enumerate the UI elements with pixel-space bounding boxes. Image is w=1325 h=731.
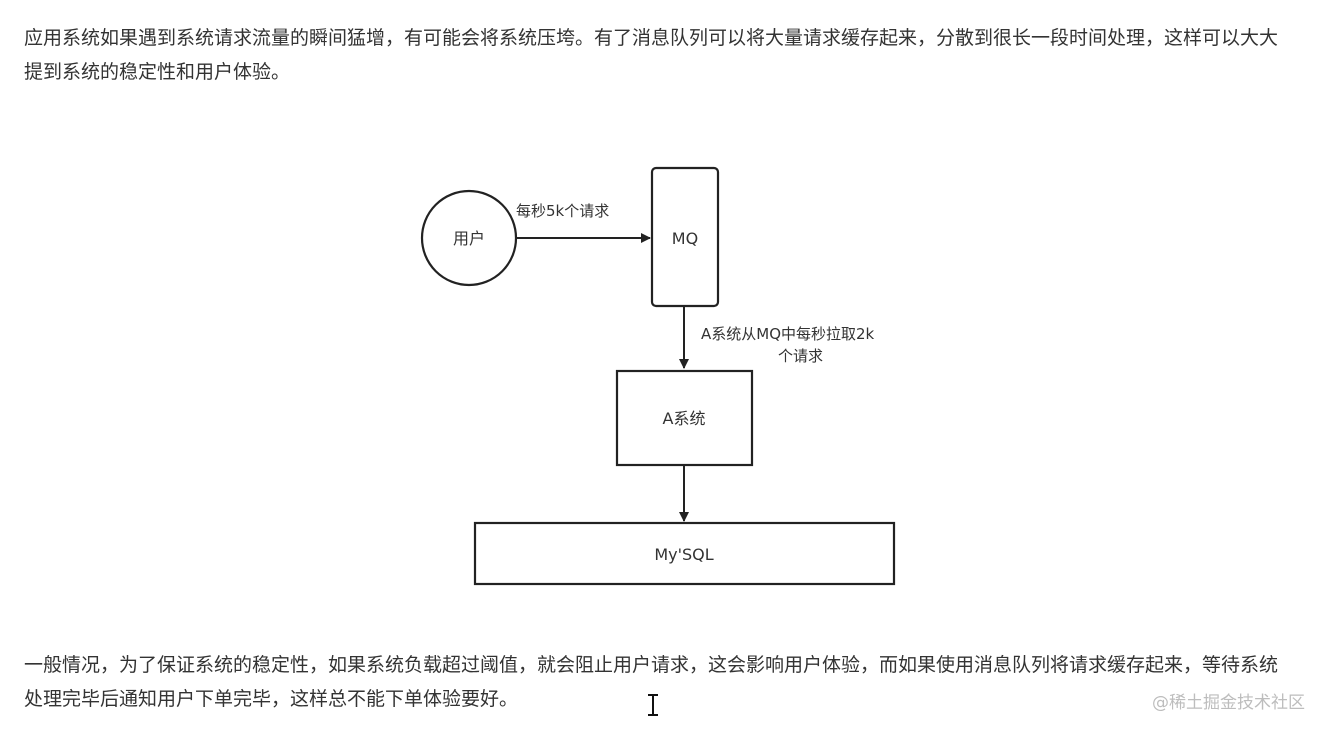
user-node: 用户: [420, 189, 518, 287]
mq-node: MQ: [650, 166, 720, 308]
mq-node-label: MQ: [672, 229, 698, 248]
text-cursor-icon: [648, 694, 658, 716]
user-node-label: 用户: [453, 229, 485, 248]
edge-mq-to-a-system-label-line2: 个请求: [778, 347, 823, 365]
intro-paragraph: 应用系统如果遇到系统请求流量的瞬间猛增，有可能会将系统压垮。有了消息队列可以将大…: [24, 27, 1279, 83]
summary-paragraph: 一般情况，为了保证系统的稳定性，如果系统负载超过阈值，就会阻止用户请求，这会影响…: [24, 654, 1279, 710]
mysql-node: My'SQL: [473, 521, 896, 586]
edge-user-to-mq-label: 每秒5k个请求: [516, 202, 609, 220]
watermark: @稀土掘金技术社区: [1152, 693, 1305, 713]
edge-user-to-mq: 每秒5k个请求: [516, 202, 651, 243]
edge-mq-to-a-system-label-line1: A系统从MQ中每秒拉取2k: [701, 325, 875, 343]
mysql-node-label: My'SQL: [654, 545, 713, 564]
a-system-node-label: A系统: [663, 409, 706, 428]
edge-mq-to-a-system: A系统从MQ中每秒拉取2k 个请求: [679, 306, 875, 369]
a-system-node: A系统: [615, 369, 754, 467]
